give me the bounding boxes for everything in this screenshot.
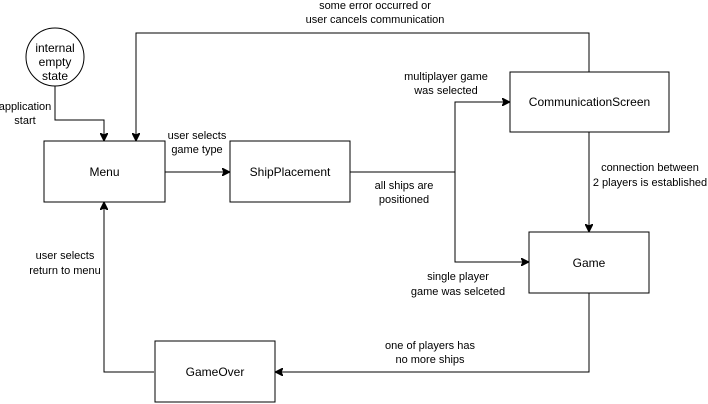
menu-label: Menu [89,165,119,179]
connection-established-label-2: 2 players is established [593,177,707,189]
ship-placement-label: ShipPlacement [250,165,331,179]
initial-state-label-2: empty [39,55,72,69]
menu-node [43,140,166,203]
communication-screen-node [509,71,670,133]
ships-positioned-label-2: positioned [379,194,429,206]
no-more-ships-label-2: no more ships [395,354,465,366]
no-more-ships-label-1: one of players has [385,340,475,352]
ship-placement-node [229,140,351,203]
select-game-type-label-2: game type [171,144,222,156]
game-node [528,231,650,294]
single-player-selected-label-1: single player [427,271,489,283]
edge-application-start [54,86,104,140]
application-start-label-2: start [14,115,35,127]
game-over-label: GameOver [186,365,245,379]
error-or-cancel-label-1: some error occurred or [319,0,431,12]
communication-screen-label: CommunicationScreen [529,95,650,109]
edge-to-game [454,172,528,262]
game-label: Game [573,256,606,270]
initial-state-label-1: internal [35,41,74,55]
return-to-menu-label-1: user selects [36,250,95,262]
connection-established-label-1: connection between [601,162,699,174]
application-start-label-1: application [0,101,51,113]
edge-error-or-cancel [136,32,590,140]
multiplayer-selected-label-2: was selected [413,85,478,97]
edge-no-more-ships [276,293,590,372]
multiplayer-selected-label-1: multiplayer game [404,71,488,83]
ships-positioned-label-1: all ships are [375,180,434,192]
initial-state-node [25,27,85,87]
error-or-cancel-label-2: user cancels communication [306,14,445,26]
edge-to-communication-screen [350,102,509,173]
initial-state-label-3: state [42,69,68,83]
select-game-type-label-1: user selects [168,130,227,142]
return-to-menu-label-2: return to menu [29,265,101,277]
edge-return-to-menu [104,203,154,373]
game-over-node [154,340,276,403]
single-player-selected-label-2: game was selceted [411,286,505,298]
